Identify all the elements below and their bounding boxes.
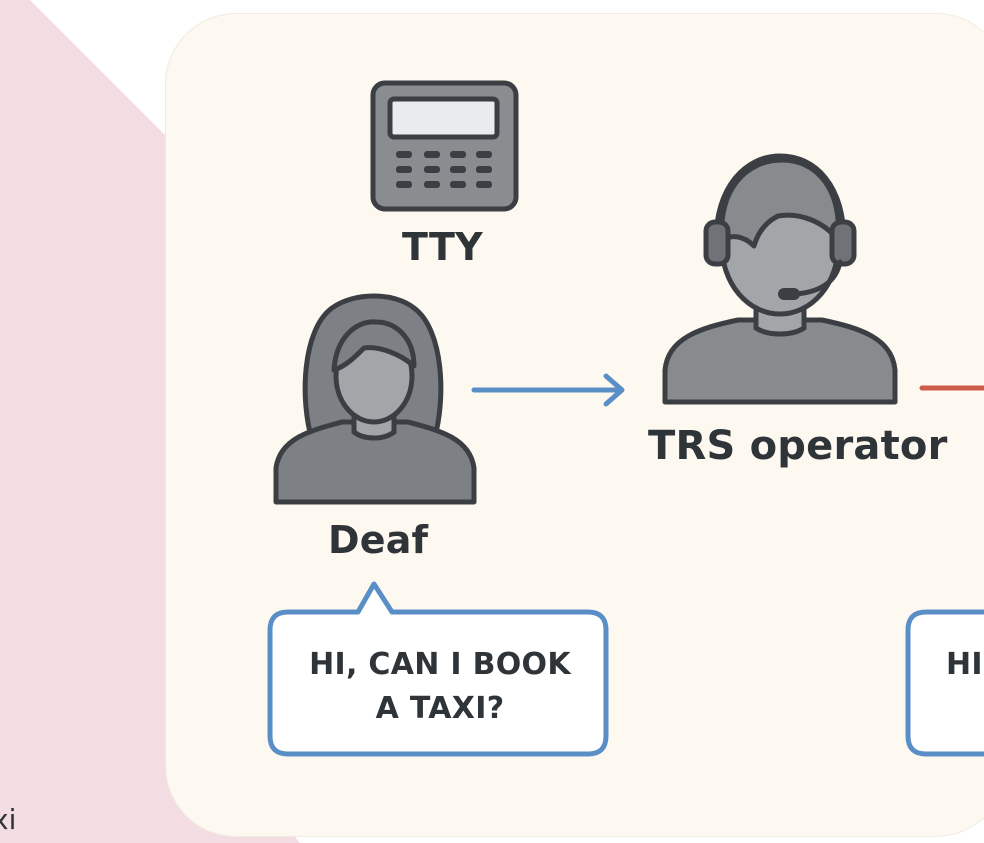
arrow-red-line xyxy=(919,385,984,391)
bubble-text: HI, CAN I BOOK A TAXI? xyxy=(270,643,610,731)
person-icon xyxy=(273,293,477,505)
tty-label: TTY xyxy=(402,225,483,269)
edge-text: xi xyxy=(0,803,17,836)
operator-label: TRS operator xyxy=(648,423,948,469)
bubble-right-text: HI xyxy=(946,647,983,682)
bubble-line-1: HI, CAN I BOOK xyxy=(309,647,571,682)
arrow-right-icon xyxy=(471,373,625,407)
speech-bubble-right xyxy=(905,609,984,757)
operator-headset-icon xyxy=(662,153,898,405)
deaf-label: Deaf xyxy=(328,518,429,562)
bubble-line-2: A TAXI? xyxy=(375,691,505,726)
speech-bubble xyxy=(267,581,609,757)
tty-device-icon xyxy=(370,80,519,212)
